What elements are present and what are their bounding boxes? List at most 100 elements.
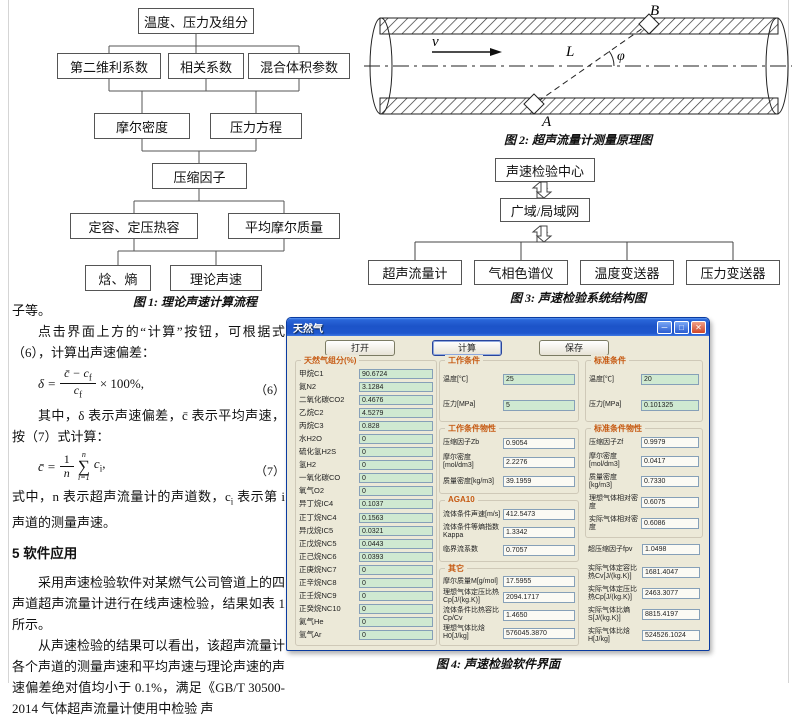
component-label: 氧气O2	[299, 486, 325, 496]
composition-row: 甲烷C1 90.6724	[299, 368, 433, 379]
component-label: 水H2O	[299, 434, 322, 444]
field-label: 流体条件声速[m/s]	[443, 510, 501, 518]
flowchart-node-avg-molar-mass: 平均摩尔质量	[228, 213, 340, 239]
eq6-numerator: c̄ − c	[64, 366, 89, 380]
composition-row: 氦气He 0	[299, 617, 433, 628]
composition-row: 异戊烷IC5 0.0321	[299, 525, 433, 536]
aga10-rows: 流体条件声速[m/s] 412.5473 流体条件等熵指数Kappa 1.334…	[443, 507, 575, 558]
component-value-input[interactable]: 0	[359, 630, 433, 641]
eq7-lhs: c̄ =	[38, 458, 56, 474]
field-label: 质量密度[kg/m3]	[589, 473, 617, 489]
field-value-box[interactable]: 0.9054	[503, 437, 575, 449]
component-value-input[interactable]: 0	[359, 617, 433, 628]
field-row: 实际气体定压比热Cp[J/(kg.K)] 2463.3077	[588, 586, 700, 602]
composition-row: 氧气O2 0	[299, 486, 433, 497]
component-value-input[interactable]: 0.0393	[359, 551, 433, 562]
group-title: 天然气组分(%)	[301, 355, 360, 366]
component-value-input[interactable]: 0	[359, 604, 433, 615]
field-value-box[interactable]: 524526.1024	[642, 630, 700, 641]
node-inspection-center: 声速检验中心	[495, 158, 595, 182]
field-value-box[interactable]: 1.4650	[503, 609, 575, 621]
component-value-input[interactable]: 0	[359, 486, 433, 497]
component-label: 二氧化碳CO2	[299, 394, 345, 404]
paragraph-channels: 式中，n 表示超声流量计的声道数，ci 表示第 i 声道的测量声速。	[12, 486, 285, 534]
flowchart-node-second-virial: 第二维利系数	[57, 53, 161, 79]
component-value-input[interactable]: 0	[359, 434, 433, 445]
node-label: 理论声速	[189, 271, 242, 287]
component-value-input[interactable]: 0	[359, 591, 433, 602]
node-wan-lan: 广域/局域网	[500, 198, 590, 222]
figure-4-caption: 图 4: 声速检验软件界面	[436, 657, 560, 671]
component-value-input[interactable]: 4.5279	[359, 407, 433, 418]
field-value-box[interactable]: 1681.4047	[642, 567, 700, 578]
field-row: 摩尔密度[mol/dm3] 2.2276	[443, 454, 575, 470]
article-text-column: 子等。 点击界面上方的“计算”按钮，可根据式（6），计算出声速偏差： δ = c…	[12, 300, 285, 719]
pipe-drawing: v L φ B A	[364, 4, 792, 130]
flowchart-node-enthalpy-entropy: 焓、熵	[85, 265, 151, 291]
window-title-bar[interactable]: 天然气 ─ □ ✕	[287, 318, 709, 336]
composition-row: 水H2O 0	[299, 434, 433, 445]
component-value-input[interactable]: 0	[359, 447, 433, 458]
paragraph-results: 从声速检验的结果可以看出，该超声流量计各个声道的测量声速和平均声速与理论声速的声…	[12, 638, 286, 717]
composition-row: 硫化氢H2S 0	[299, 447, 433, 458]
group-title: 标准条件物性	[591, 423, 645, 434]
field-value-box[interactable]: 2463.3077	[642, 588, 700, 599]
eq7-body: c	[93, 455, 100, 471]
field-value-input[interactable]: 0.101325	[641, 399, 699, 411]
group-title: 工作条件物性	[445, 423, 499, 434]
component-label: 正庚烷NC7	[299, 564, 337, 574]
eq6-lhs: δ =	[38, 376, 57, 392]
close-button[interactable]: ✕	[691, 320, 706, 334]
component-value-input[interactable]: 0.4676	[359, 394, 433, 405]
flowchart-node-theoretical-speed: 理论声速	[170, 265, 262, 291]
node-label: 气相色谱仪	[488, 266, 554, 281]
eq7-body-sub: i	[99, 463, 103, 474]
field-value-box[interactable]: 39.1959	[503, 476, 575, 488]
field-value-box[interactable]: 412.5473	[503, 509, 575, 521]
open-button[interactable]: 打开	[325, 340, 395, 356]
composition-row: 乙烷C2 4.5279	[299, 407, 433, 418]
composition-row: 正戊烷NC5 0.0443	[299, 538, 433, 549]
composition-row: 氢H2 0	[299, 460, 433, 471]
field-value-input[interactable]: 5	[503, 399, 575, 411]
calculate-button[interactable]: 计算	[432, 340, 502, 356]
component-value-input[interactable]: 0	[359, 578, 433, 589]
component-label: 乙烷C2	[299, 407, 324, 417]
field-row: 质量密度[kg/m3] 0.7330	[589, 474, 699, 490]
field-value-input[interactable]: 20	[641, 374, 699, 386]
component-value-input[interactable]: 90.6724	[359, 368, 433, 379]
component-value-input[interactable]: 0	[359, 473, 433, 484]
component-value-input[interactable]: 0.1563	[359, 512, 433, 523]
component-value-input[interactable]: 0.828	[359, 420, 433, 431]
field-value-box[interactable]: 1.0498	[642, 544, 700, 555]
minimize-button[interactable]: ─	[657, 320, 672, 334]
component-value-input[interactable]: 3.1284	[359, 381, 433, 392]
other-rows: 摩尔质量M[g/mol] 17.5955 理想气体定压比热Cp[J/(kg.K)…	[443, 575, 575, 642]
field-value-box[interactable]: 2.2276	[503, 456, 575, 468]
field-value-box[interactable]: 0.0417	[641, 455, 699, 467]
field-value-box[interactable]: 8815.4197	[642, 609, 700, 620]
field-row: 摩尔质量M[g/mol] 17.5955	[443, 576, 575, 587]
field-value-box[interactable]: 0.9979	[641, 437, 699, 449]
field-value-box[interactable]: 0.6075	[641, 497, 699, 509]
component-value-input[interactable]: 0.0443	[359, 538, 433, 549]
eq7-number: （7）	[254, 463, 285, 478]
field-value-box[interactable]: 1.3342	[503, 526, 575, 538]
field-value-box[interactable]: 576045.3870	[503, 627, 575, 639]
save-button[interactable]: 保存	[539, 340, 609, 356]
component-value-input[interactable]: 0	[359, 460, 433, 471]
group-title: 其它	[445, 563, 467, 574]
field-value-input[interactable]: 25	[503, 374, 575, 386]
component-value-input[interactable]: 0	[359, 564, 433, 575]
field-value-box[interactable]: 17.5955	[503, 576, 575, 587]
field-value-box[interactable]: 2094.1717	[503, 591, 575, 603]
field-value-box[interactable]: 0.7330	[641, 476, 699, 488]
field-value-box[interactable]: 0.7057	[503, 544, 575, 556]
component-value-input[interactable]: 0.0321	[359, 525, 433, 536]
maximize-button[interactable]: □	[674, 320, 689, 334]
standard-property-rows: 压缩因子Zf 0.9979 摩尔密度[mol/dm3] 0.0417 质量密度[…	[589, 435, 699, 534]
field-label: 实际气体比熵S[J/(kg.K)]	[588, 606, 630, 622]
field-row: 压缩因子Zf 0.9979	[589, 437, 699, 449]
component-value-input[interactable]: 0.1037	[359, 499, 433, 510]
field-value-box[interactable]: 0.6086	[641, 518, 699, 530]
